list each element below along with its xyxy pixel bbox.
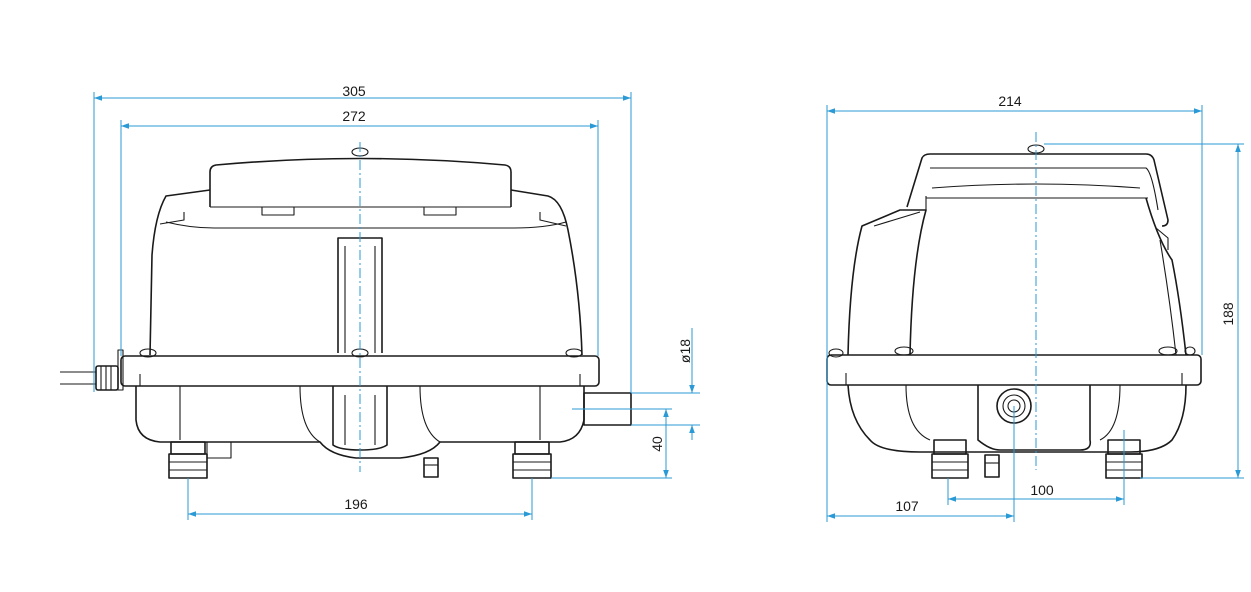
front-view: 305 272 196 ø18 40 [60,83,700,520]
front-right-foot [512,441,552,479]
dim-overall-width-label: 305 [342,83,366,99]
dim-center-offset-label: 107 [895,498,919,514]
dim-side-feet-spacing-label: 100 [1030,482,1054,498]
front-left-foot [168,441,208,479]
front-view-dimensions: 305 272 196 ø18 40 [93,83,700,520]
side-view: 214 188 107 100 [826,93,1244,522]
side-view-dimensions: 214 188 107 100 [826,93,1244,522]
dim-outlet-height-label: 40 [649,436,665,452]
dim-feet-spacing-label: 196 [344,496,368,512]
dim-outlet-diameter-label: ø18 [677,339,693,363]
front-drain-plug [423,457,439,478]
side-left-foot [931,439,969,479]
dim-overall-height-label: 188 [1220,302,1236,326]
front-view-body-outline [60,147,632,479]
dim-overall-depth-label: 214 [998,93,1022,109]
power-cable [60,349,124,391]
side-drain-plug [984,454,1000,478]
dim-body-width-label: 272 [342,108,366,124]
